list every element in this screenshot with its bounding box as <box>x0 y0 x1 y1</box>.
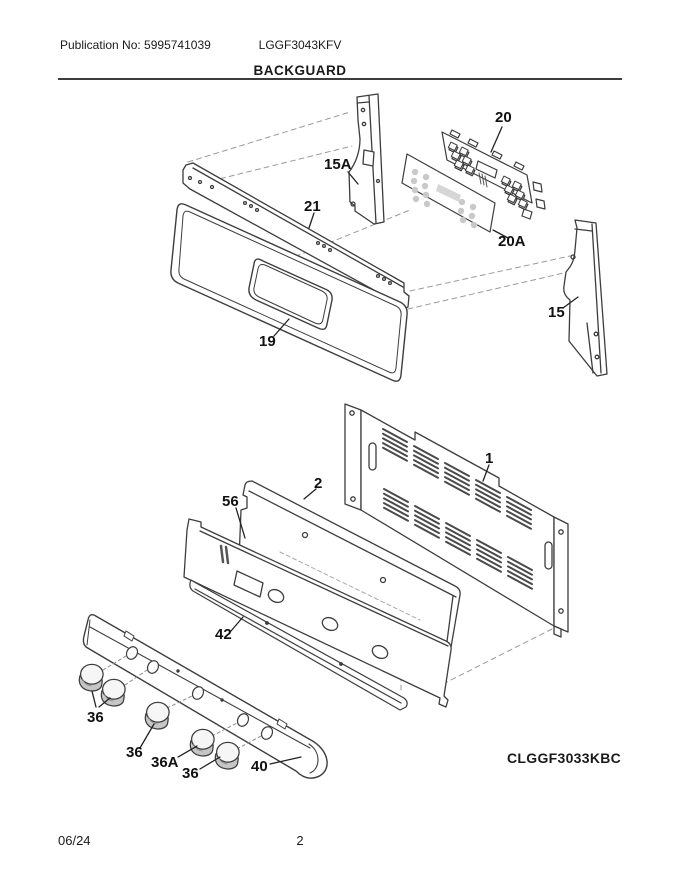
callout-15a: 15A <box>324 156 352 173</box>
part-21-top-rail <box>182 162 410 311</box>
callout-15: 15 <box>548 304 565 321</box>
part-40-manifold-panel <box>82 613 328 779</box>
part-20a-membrane-overlay <box>401 153 496 233</box>
callout-leader-lines <box>91 126 579 770</box>
burner-knobs-36 <box>78 655 262 770</box>
callout-42: 42 <box>215 626 232 643</box>
part-42-trim-strip <box>189 579 408 711</box>
callout-36-second: 36 <box>126 744 143 761</box>
callout-56: 56 <box>222 493 239 510</box>
part-15a-support-bracket <box>348 93 385 225</box>
callout-20a: 20A <box>498 233 526 250</box>
part-20-control-board <box>441 129 546 220</box>
callout-20: 20 <box>495 109 512 126</box>
callout-19: 19 <box>259 333 276 350</box>
callout-2: 2 <box>314 475 323 492</box>
footer-date: 06/24 <box>58 833 91 848</box>
callout-36a: 36A <box>151 754 179 771</box>
header-rule <box>58 78 622 80</box>
callout-21: 21 <box>304 198 321 215</box>
diagram-code: CLGGF3033KBC <box>507 750 622 766</box>
callout-36-third: 36 <box>182 765 199 782</box>
callout-36-first: 36 <box>87 709 104 726</box>
callout-1: 1 <box>485 450 494 467</box>
callout-40: 40 <box>251 758 268 775</box>
part-15-support-bracket <box>563 219 608 377</box>
part-1-rear-panel <box>344 403 569 638</box>
section-title: BACKGUARD <box>253 63 347 78</box>
model-number: LGGF3043KFV <box>258 38 342 52</box>
part-19-control-panel <box>170 203 408 382</box>
footer-page-number: 2 <box>296 833 304 848</box>
part-56-inner-bracket <box>183 518 452 708</box>
publication-number: Publication No: 5995741039 <box>60 38 211 52</box>
